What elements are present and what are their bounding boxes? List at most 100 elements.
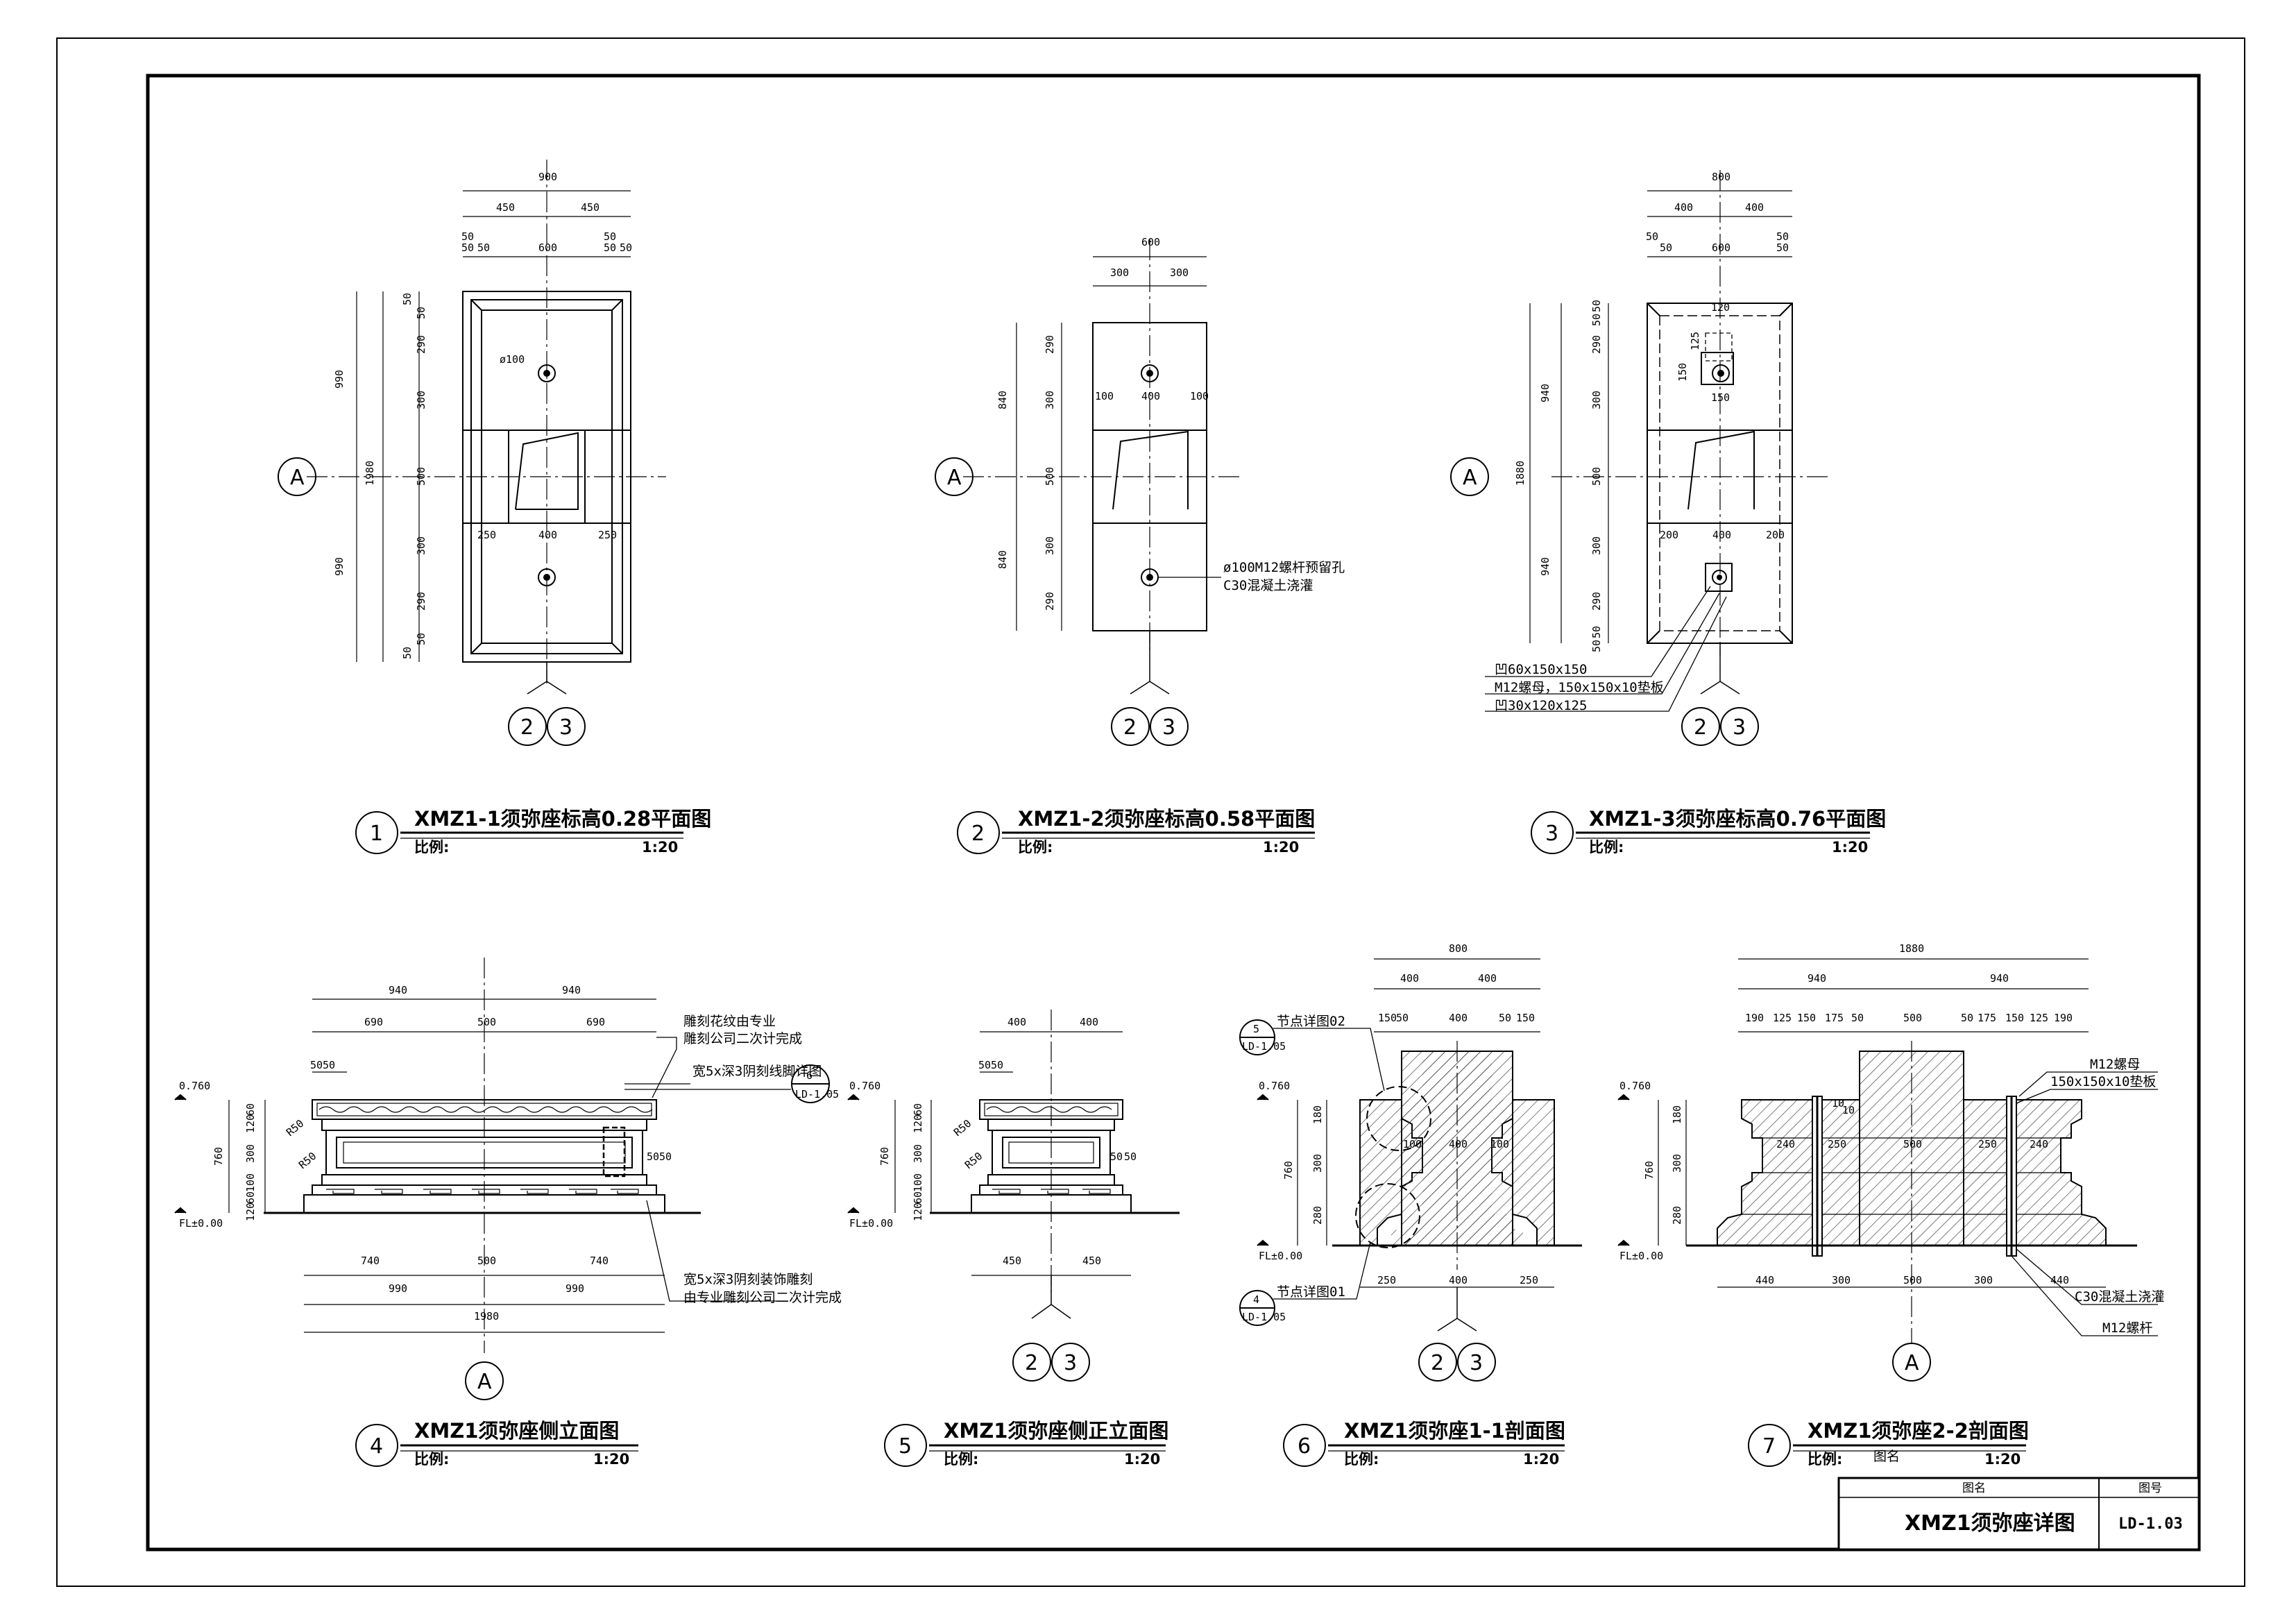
svg-text:XMZ1-2须弥座标高0.58平面图: XMZ1-2须弥座标高0.58平面图 [1018,807,1315,831]
svg-text:990: 990 [333,370,346,389]
svg-text:150: 150 [1378,1012,1397,1024]
svg-text:600: 600 [1141,236,1160,248]
svg-text:120: 120 [244,1203,257,1221]
svg-text:940: 940 [389,984,407,996]
svg-text:150: 150 [1676,363,1689,382]
svg-text:1:20: 1:20 [1124,1451,1160,1468]
svg-text:1980: 1980 [474,1310,499,1323]
svg-text:840: 840 [996,550,1009,569]
svg-text:50: 50 [310,1059,323,1071]
svg-text:1880: 1880 [1899,942,1924,955]
svg-text:150: 150 [1516,1012,1535,1024]
svg-text:690: 690 [586,1016,605,1028]
svg-text:290: 290 [415,592,427,611]
svg-text:50: 50 [620,241,632,254]
svg-text:1:20: 1:20 [1984,1451,2021,1468]
svg-text:2: 2 [971,822,985,846]
svg-text:50: 50 [1646,230,1658,243]
svg-text:250: 250 [477,529,496,541]
view-title-6: 6 XMZ1须弥座1-1剖面图 比例: 1:20 [1283,1419,1565,1468]
svg-text:R50: R50 [296,1150,318,1171]
plan-view-3 [1450,170,1832,746]
svg-text:940: 940 [1990,972,2009,985]
svg-text:100: 100 [244,1173,257,1192]
svg-text:400: 400 [1449,1274,1468,1286]
svg-text:200: 200 [1660,529,1678,541]
svg-text:XMZ1-3须弥座标高0.76平面图: XMZ1-3须弥座标高0.76平面图 [1589,807,1886,831]
svg-text:1:20: 1:20 [1523,1451,1559,1468]
svg-text:500: 500 [477,1016,496,1028]
svg-text:400: 400 [1449,1012,1468,1024]
note-concrete-fill: C30混凝土浇灌 [2075,1289,2164,1305]
svg-text:100: 100 [912,1173,924,1192]
svg-text:50: 50 [1590,640,1603,652]
svg-text:R50: R50 [962,1150,985,1171]
svg-text:300: 300 [1170,266,1189,279]
svg-text:雕刻公司二次计完成: 雕刻公司二次计完成 [683,1031,802,1046]
svg-text:280: 280 [1671,1206,1683,1225]
svg-text:50: 50 [1590,314,1603,326]
svg-text:250: 250 [1377,1274,1396,1286]
svg-text:A: A [947,466,962,490]
svg-text:3: 3 [1545,822,1558,846]
svg-text:940: 940 [1539,384,1551,402]
svg-text:4: 4 [1253,1293,1259,1306]
svg-text:1:20: 1:20 [1832,839,1868,856]
svg-text:LD-1.05: LD-1.05 [1242,1040,1286,1053]
svg-text:节点详图02: 节点详图02 [1277,1014,1345,1029]
svg-text:1980: 1980 [364,461,376,486]
svg-text:120: 120 [1711,301,1730,314]
svg-text:240: 240 [2030,1138,2048,1150]
svg-text:125: 125 [1773,1012,1792,1024]
svg-text:由专业雕刻公司二次计完成: 由专业雕刻公司二次计完成 [683,1290,842,1305]
svg-text:7: 7 [1762,1434,1776,1459]
svg-text:450: 450 [1003,1255,1021,1267]
note-plate: 150x150x10垫板 [2050,1074,2156,1089]
svg-text:50: 50 [1499,1012,1511,1024]
svg-text:2: 2 [1025,1351,1038,1375]
svg-text:400: 400 [1745,201,1764,214]
svg-text:6: 6 [1298,1434,1311,1459]
svg-text:450: 450 [581,201,599,214]
svg-text:290: 290 [1044,335,1056,354]
svg-text:节点详图01: 节点详图01 [1277,1284,1345,1300]
svg-text:740: 740 [361,1255,380,1267]
svg-text:50: 50 [604,241,616,254]
svg-text:125: 125 [2030,1012,2048,1024]
svg-text:60: 60 [244,1103,257,1116]
svg-text:1:20: 1:20 [593,1451,629,1468]
svg-text:50: 50 [647,1150,659,1163]
plan-view-1 [278,160,666,746]
svg-text:120: 120 [912,1203,924,1221]
elevation-view-5 [847,1010,1180,1382]
svg-text:10: 10 [1842,1104,1855,1116]
svg-text:XMZ1须弥座侧正立面图: XMZ1须弥座侧正立面图 [944,1419,1168,1443]
svg-text:50: 50 [415,307,427,319]
svg-text:R50: R50 [284,1117,306,1139]
svg-text:400: 400 [1674,201,1693,214]
svg-text:180: 180 [1671,1105,1683,1124]
svg-text:50: 50 [401,293,414,305]
svg-text:FL±0.00: FL±0.00 [1259,1250,1302,1262]
svg-text:50: 50 [401,647,414,659]
svg-text:A: A [477,1370,492,1394]
svg-text:290: 290 [1044,592,1056,611]
title-block: 图名 图号 XMZ1须弥座详图 LD-1.03 [1837,1477,2200,1551]
svg-text:280: 280 [1311,1206,1324,1225]
plan-view-2 [935,239,1242,746]
svg-text:R50: R50 [951,1117,973,1139]
svg-text:100: 100 [1403,1138,1422,1150]
svg-text:760: 760 [1643,1161,1656,1180]
svg-text:50: 50 [1851,1012,1864,1024]
svg-text:4: 4 [370,1434,383,1459]
svg-text:50: 50 [1590,300,1603,312]
svg-text:600: 600 [538,241,557,254]
svg-text:3: 3 [1733,715,1746,740]
svg-text:800: 800 [1449,942,1468,955]
svg-text:300: 300 [1590,391,1603,409]
svg-text:50: 50 [1124,1150,1137,1163]
svg-text:2: 2 [1123,715,1137,740]
svg-text:比例:: 比例: [1018,839,1053,856]
svg-text:60: 60 [912,1103,924,1116]
svg-text:1:20: 1:20 [1263,839,1299,856]
